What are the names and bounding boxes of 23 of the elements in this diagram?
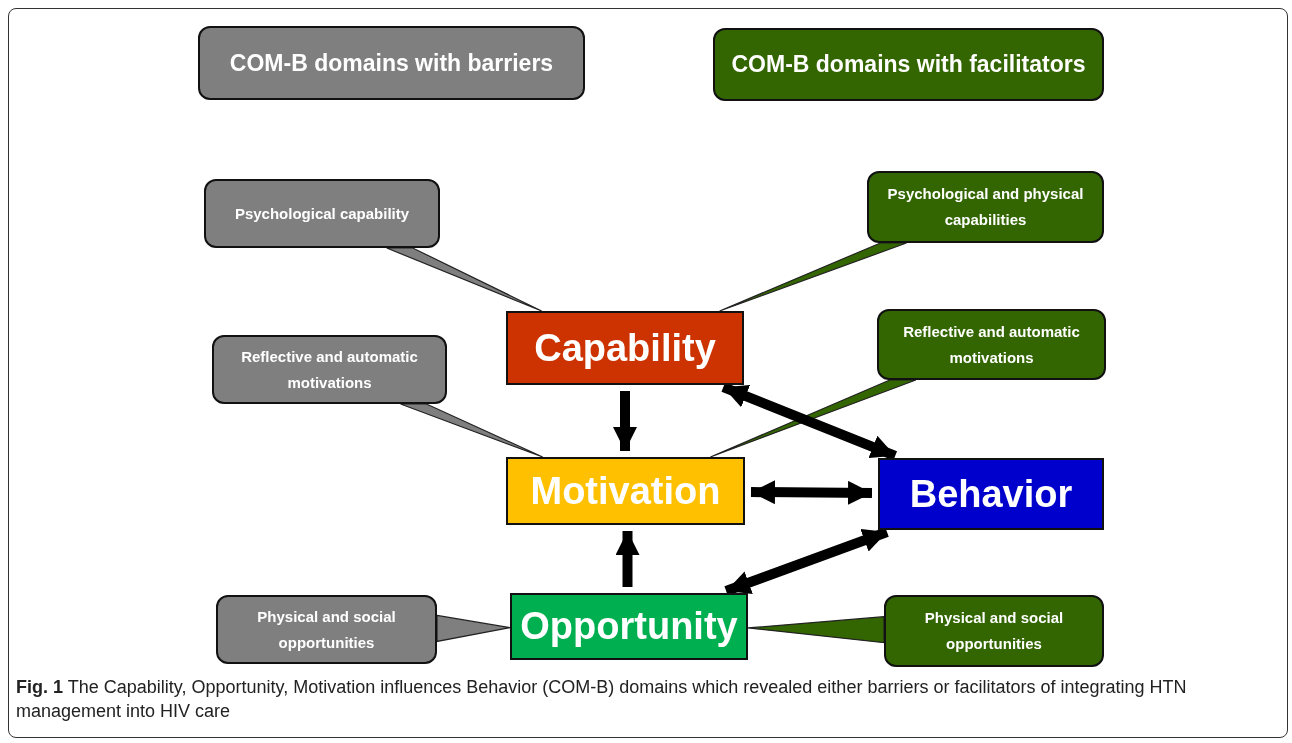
- opportunity-box: Opportunity: [510, 593, 748, 660]
- facilitator-callout: Physical and social opportunities: [884, 595, 1104, 667]
- callout-tail: [719, 242, 908, 312]
- arrow: [613, 391, 637, 451]
- arrow: [750, 480, 873, 505]
- callout-tail: [436, 614, 511, 643]
- behavior-box: Behavior: [878, 458, 1104, 530]
- arrow: [724, 527, 889, 596]
- facilitator-callout: Psychological and physical capabilities: [867, 171, 1104, 243]
- capability-box: Capability: [506, 311, 744, 385]
- barrier-callout: Psychological capability: [204, 179, 440, 248]
- barrier-callout: Physical and social opportunities: [216, 595, 437, 664]
- figure-caption: Fig. 1 The Capability, Opportunity, Motivation influences Behavior (COM-B) domains which revealed either barriers or facilitators of integrating HTN management into HIV care: [16, 676, 1188, 723]
- motivation-box: Motivation: [506, 457, 745, 525]
- facilitator-header-box: COM-B domains with facilitators: [713, 28, 1104, 101]
- callout-tail: [399, 403, 544, 458]
- arrow: [721, 382, 898, 461]
- callout-tail: [386, 247, 543, 312]
- arrow: [615, 531, 640, 587]
- facilitator-callout: Reflective and automatic motivations: [877, 309, 1106, 380]
- barrier-header-box: COM-B domains with barriers: [198, 26, 585, 100]
- callout-tail: [747, 616, 885, 644]
- callout-tail: [709, 379, 917, 458]
